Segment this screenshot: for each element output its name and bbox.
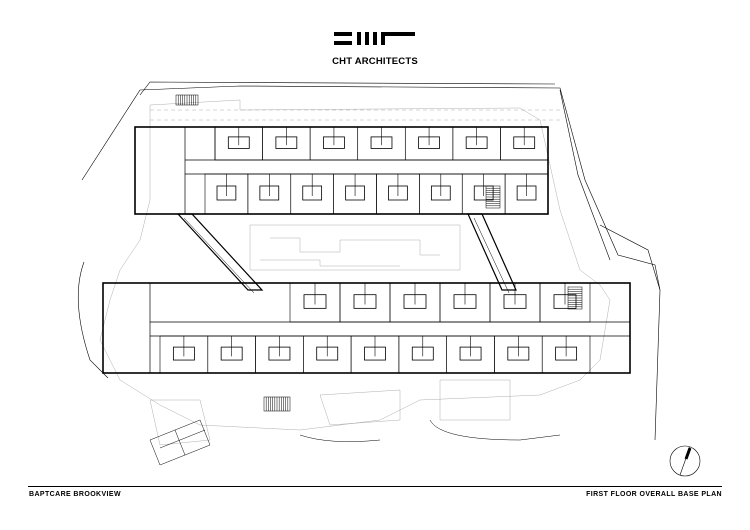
south-wing-outline	[102, 282, 631, 374]
west-link-bridge	[176, 213, 264, 291]
sheet-title: FIRST FLOOR OVERALL BASE PLAN	[586, 491, 722, 498]
firm-name: CHT ARCHITECTS	[332, 56, 418, 67]
east-link-bridge	[467, 213, 517, 291]
site-road-left	[77, 261, 109, 379]
site-boundary	[81, 85, 661, 291]
site-road-right	[599, 224, 661, 441]
title-block-rule	[28, 486, 722, 487]
project-name: BAPTCARE BROOKVIEW	[29, 491, 121, 498]
north-arrow-icon	[669, 445, 701, 477]
cht-logo-mark	[334, 32, 415, 45]
